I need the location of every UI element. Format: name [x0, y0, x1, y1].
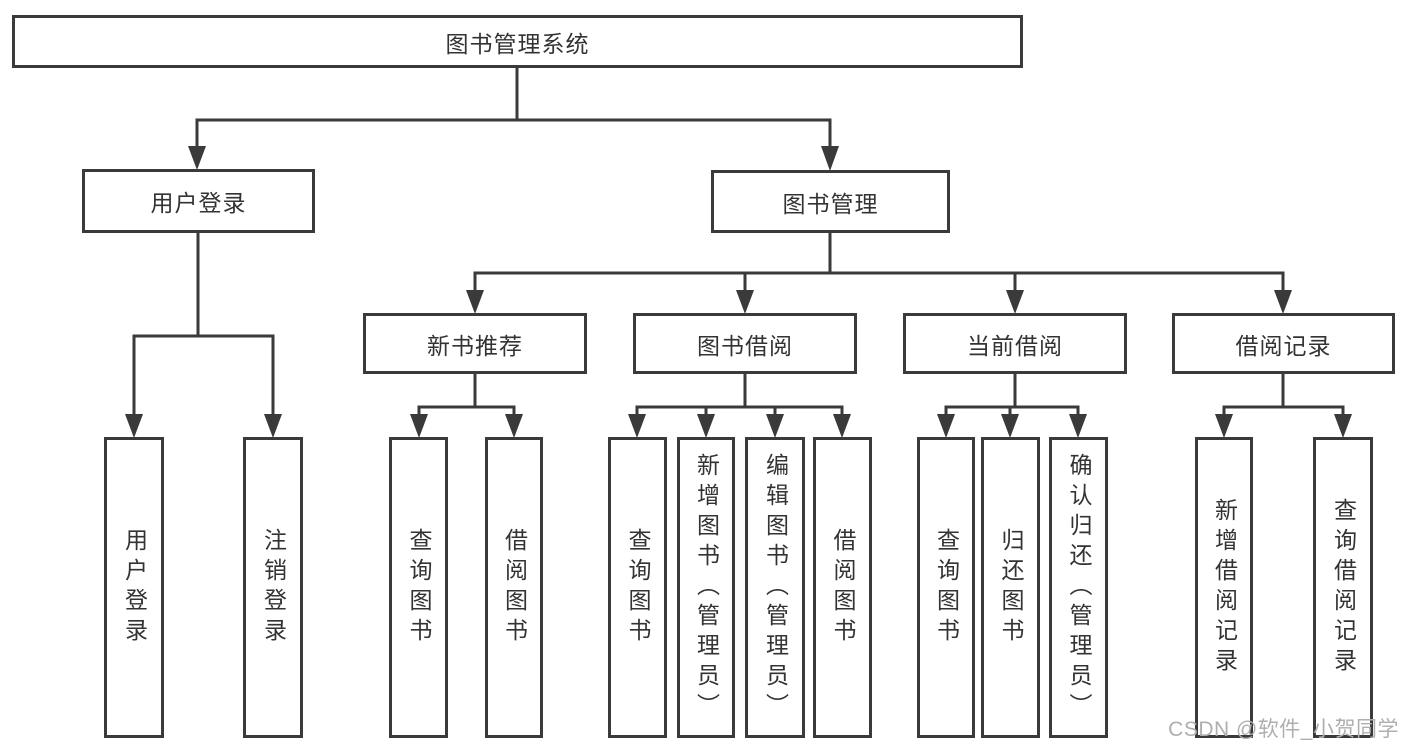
node-label: 图书管理 — [782, 190, 879, 217]
leaf-logout: 注销登录 — [243, 437, 303, 738]
node-label: 用户登录 — [150, 190, 247, 216]
connector-book-borrow-children — [628, 372, 851, 438]
node-label: 图书借阅 — [697, 332, 793, 359]
leaf-label: 注销登录 — [260, 527, 287, 648]
leaf-label: 借阅图书 — [501, 527, 528, 648]
node-library-management-system: 图书管理系统 — [12, 15, 1023, 68]
leaf-bb-add-books-admin: 新增图书（管理员） — [677, 437, 735, 738]
connector-user-login-children — [125, 231, 282, 438]
leaf-label: 查询图书 — [406, 527, 432, 648]
leaf-bb-borrow-books: 借阅图书 — [813, 437, 872, 738]
leaf-label: 归还图书 — [998, 527, 1024, 648]
node-label: 借阅记录 — [1235, 332, 1332, 359]
leaf-label: 确认归还（管理员） — [1066, 452, 1092, 723]
leaf-label: 编辑图书（管理员） — [762, 452, 789, 723]
leaf-user-login: 用户登录 — [104, 437, 164, 738]
leaf-label: 新增图书（管理员） — [693, 452, 720, 723]
leaf-cb-return-books: 归还图书 — [981, 437, 1040, 738]
leaf-cb-confirm-return-admin: 确认归还（管理员） — [1049, 437, 1108, 738]
node-current-borrowing: 当前借阅 — [903, 313, 1127, 374]
leaf-rec-borrow-books: 借阅图书 — [485, 437, 543, 738]
connector-borrow-records-children — [1215, 372, 1352, 438]
connector-new-rec-children — [410, 372, 523, 438]
leaf-rec-query-books: 查询图书 — [389, 437, 448, 738]
leaf-br-add-record: 新增借阅记录 — [1195, 437, 1253, 738]
node-new-book-recommend: 新书推荐 — [363, 313, 587, 374]
leaf-label: 用户登录 — [121, 527, 148, 648]
leaf-label: 查询借阅记录 — [1330, 497, 1357, 678]
node-book-borrowing: 图书借阅 — [633, 313, 857, 374]
node-label: 图书管理系统 — [445, 30, 590, 57]
node-borrowing-records: 借阅记录 — [1172, 313, 1395, 374]
leaf-bb-edit-books-admin: 编辑图书（管理员） — [745, 437, 805, 738]
node-user-login: 用户登录 — [82, 169, 315, 233]
leaf-cb-query-books: 查询图书 — [917, 437, 975, 738]
node-label: 新书推荐 — [427, 332, 523, 359]
leaf-bb-query-books: 查询图书 — [608, 437, 667, 738]
leaf-label: 新增借阅记录 — [1211, 497, 1238, 678]
node-book-management: 图书管理 — [711, 170, 950, 233]
node-label: 当前借阅 — [967, 332, 1063, 359]
connector-level-1 — [188, 66, 839, 171]
leaf-label: 查询图书 — [933, 527, 960, 648]
csdn-watermark: CSDN @软件_小贺同学 — [1168, 718, 1399, 741]
leaf-label: 借阅图书 — [830, 527, 856, 648]
connector-book-mgmt-children — [466, 231, 1292, 314]
leaf-label: 查询图书 — [625, 527, 651, 648]
leaf-br-query-record: 查询借阅记录 — [1313, 437, 1373, 738]
connector-current-borrow-children — [937, 372, 1087, 438]
